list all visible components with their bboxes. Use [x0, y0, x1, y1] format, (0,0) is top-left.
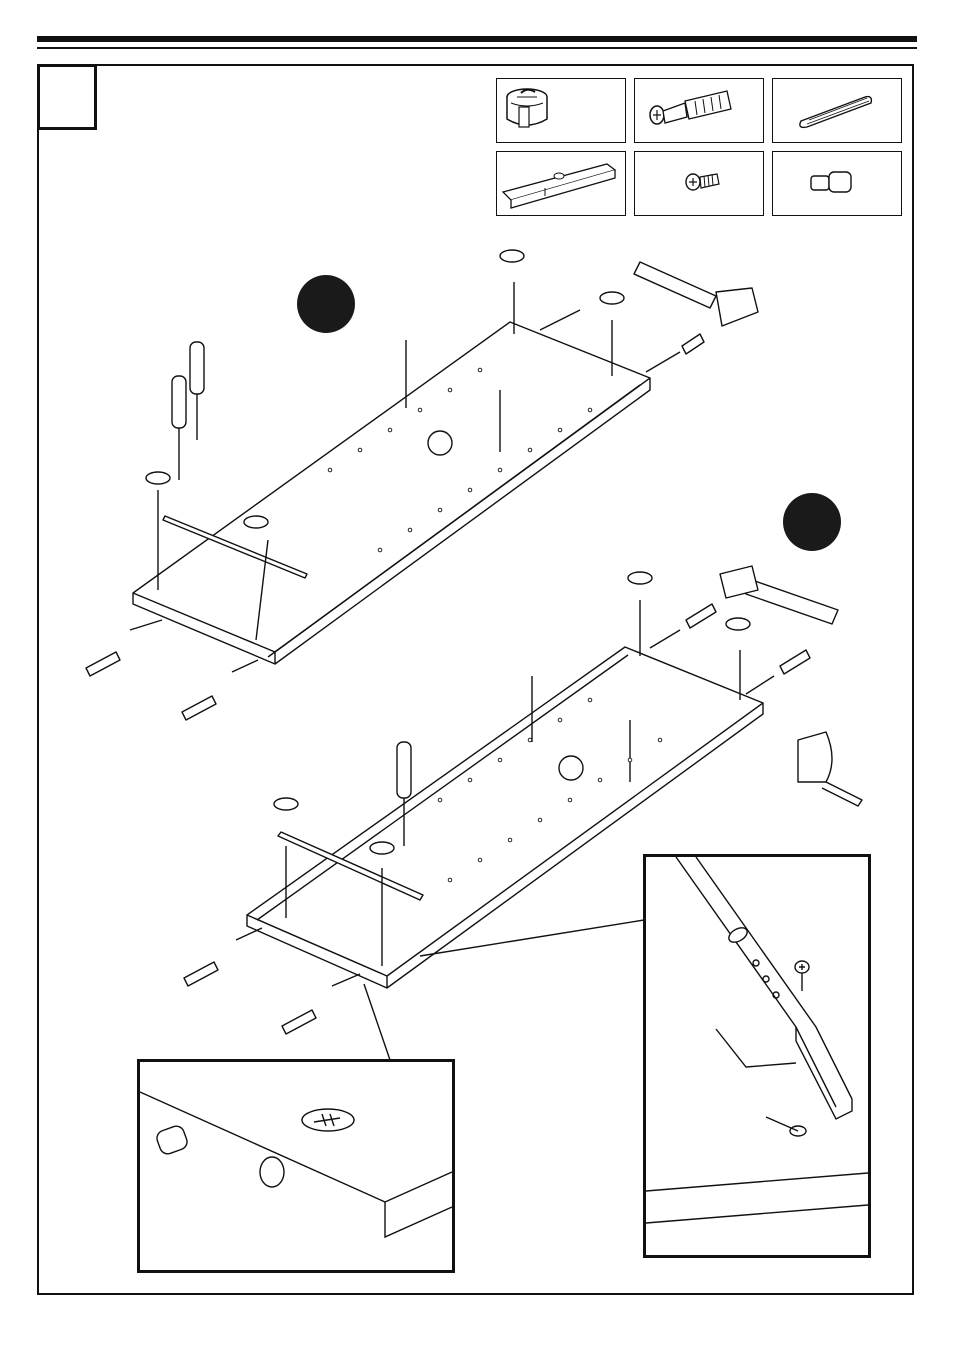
wooden-dowel-icon: [799, 95, 873, 129]
cam-lock-icon: [506, 88, 548, 128]
detail-inset-cam-lock: [137, 1059, 455, 1273]
step-number-box: [37, 64, 97, 130]
part-cam-bolt: [634, 78, 764, 143]
screw-icon: [685, 173, 720, 191]
drawer-runner-detail-drawing: [646, 857, 868, 1224]
instruction-frame: [37, 64, 914, 1295]
detail-inset-drawer-runner: [643, 854, 871, 1258]
shelf-pin-icon: [810, 171, 852, 193]
part-shelf-pin: [772, 151, 902, 216]
cam-lock-detail-drawing: [140, 1091, 452, 1239]
part-screw: [634, 151, 764, 216]
part-dowel: [772, 78, 902, 143]
part-drawer-runner: [496, 151, 626, 216]
header-rule-thin: [37, 47, 917, 49]
substep-marker-2: [783, 493, 841, 551]
substep-marker-1: [297, 275, 355, 333]
cam-bolt-icon: [649, 90, 732, 125]
drawer-runner-icon: [501, 163, 617, 209]
header-rule-thick: [37, 36, 917, 42]
part-cam-lock: [496, 78, 626, 143]
